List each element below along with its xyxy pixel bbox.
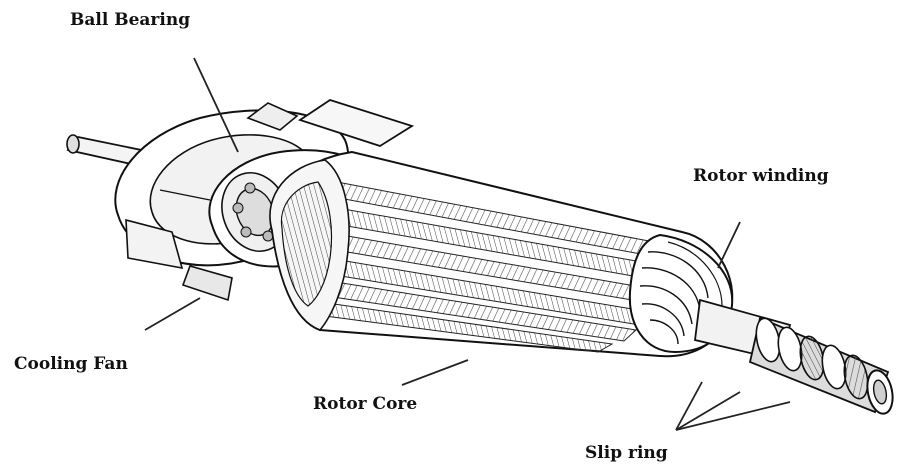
label-slip-ring: Slip ring xyxy=(585,445,668,462)
label-rotor-core: Rotor Core xyxy=(313,396,417,413)
label-ball-bearing: Ball Bearing xyxy=(70,12,190,29)
label-cooling-fan: Cooling Fan xyxy=(14,356,128,373)
leader-cooling-fan xyxy=(145,298,200,330)
leader-rotor-core xyxy=(402,360,468,385)
slip-rings xyxy=(750,316,896,416)
label-rotor-winding: Rotor winding xyxy=(693,168,829,185)
leader-slip-ring-3 xyxy=(676,402,790,430)
leader-rotor-winding xyxy=(718,222,740,268)
